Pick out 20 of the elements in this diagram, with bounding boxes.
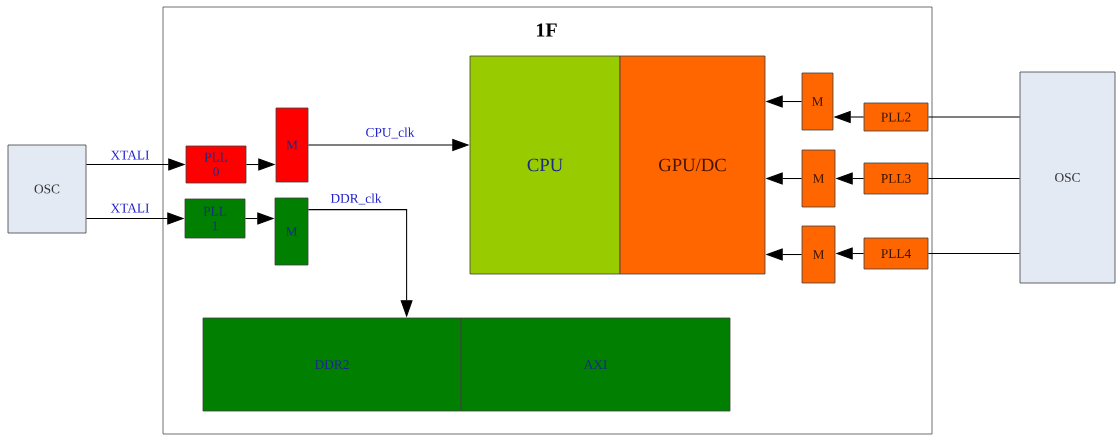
mux-box: M <box>801 149 836 208</box>
pll-box: PLL4 <box>863 237 929 270</box>
pll-box: PLL 1 <box>184 198 246 239</box>
pll-box: PLL 0 <box>185 145 247 184</box>
edge-label: CPU_clk <box>366 127 415 139</box>
pll-box: PLL3 <box>863 162 929 195</box>
pll-box: PLL2 <box>863 102 929 132</box>
mux-box: M <box>801 72 834 131</box>
edge-label: DDR_clk <box>330 193 382 205</box>
cpu-block: CPU <box>469 55 621 275</box>
mux-box: M <box>274 197 309 266</box>
memory-block: DDR2 <box>202 317 462 412</box>
edge-label: XTALI <box>110 150 149 160</box>
mux-box: M <box>275 107 309 183</box>
edge-label: XTALI <box>110 203 149 213</box>
gpu-block: GPU/DC <box>619 55 766 275</box>
oscillator-box: OSC <box>7 144 87 234</box>
mux-box: M <box>801 225 836 284</box>
bus-block: AXI <box>460 317 731 412</box>
oscillator-box: OSC <box>1019 71 1116 284</box>
